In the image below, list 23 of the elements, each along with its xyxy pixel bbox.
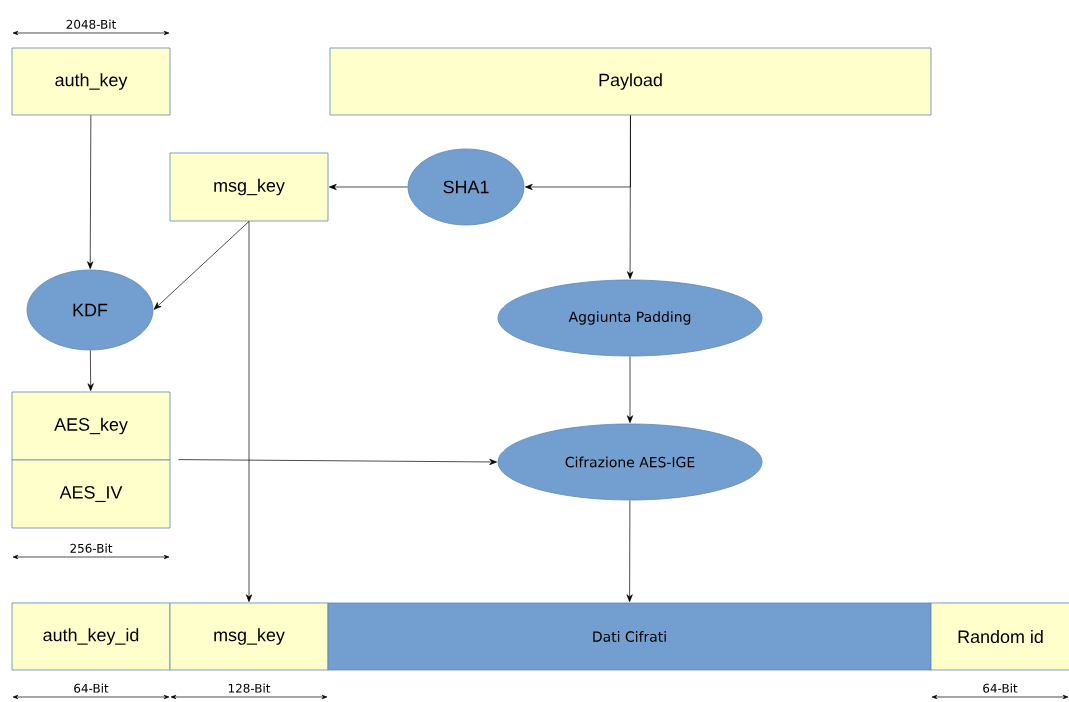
process-box: Random id: [930, 602, 1069, 671]
dimension-label: 256-Bit: [70, 543, 113, 553]
process-box: AES_IV: [11, 459, 171, 529]
arrow: [626, 500, 633, 602]
process-box: auth_key: [11, 47, 171, 116]
dimension-label: 64-Bit: [74, 683, 109, 693]
arrow: [627, 115, 634, 279]
arrow: [87, 350, 94, 391]
dimension-label: 2048-Bit: [66, 19, 116, 29]
process-box: auth_key_id: [11, 602, 171, 671]
dimension-label: 64-Bit: [983, 683, 1018, 693]
process-box: Payload: [329, 47, 932, 116]
dimension-label: 128-Bit: [228, 683, 271, 693]
process-box: AES_key: [11, 391, 171, 461]
arrow: [153, 221, 250, 310]
process-box: msg_key: [169, 152, 329, 222]
process-box: Dati Cifrati: [327, 602, 932, 671]
arrow: [178, 458, 497, 465]
arrow: [329, 183, 408, 191]
arrow: [245, 221, 253, 602]
arrow: [626, 356, 634, 423]
process-box: msg_key: [169, 602, 329, 671]
arrow: [87, 115, 94, 269]
